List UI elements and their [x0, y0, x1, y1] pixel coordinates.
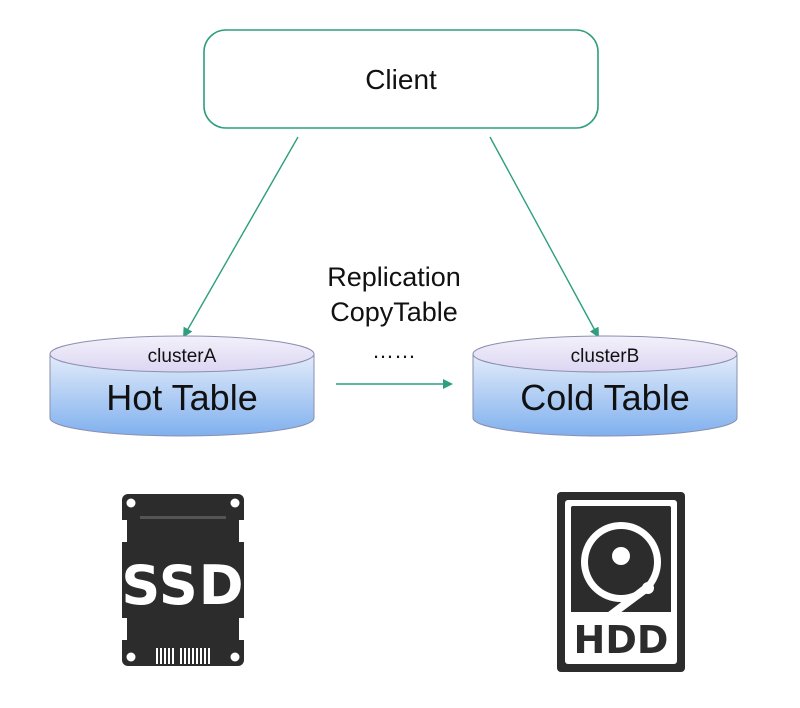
- copytable-label: CopyTable: [330, 297, 458, 327]
- replication-label-group: Replication CopyTable ……: [327, 262, 461, 363]
- cluster-b-table: Cold Table: [520, 377, 689, 418]
- ellipsis-label: ……: [372, 338, 416, 363]
- client-node: Client: [203, 29, 599, 129]
- cluster-a-top: [49, 335, 315, 373]
- cluster-a-name: clusterA: [148, 346, 217, 367]
- cluster-b-body: [472, 353, 738, 437]
- client-to-cluster-a-arrow: [183, 136, 299, 338]
- client-label: Client: [365, 64, 437, 95]
- hdd-label: HDD: [574, 618, 669, 662]
- ssd-icon: SSD: [121, 494, 244, 666]
- cluster-b-cylinder: clusterB Cold Table: [472, 335, 738, 437]
- client-box: [203, 29, 599, 129]
- cluster-a-cylinder: clusterA Hot Table: [49, 335, 315, 437]
- cluster-b-top: [472, 335, 738, 373]
- hdd-icon: HDD: [557, 492, 685, 672]
- cluster-b-name: clusterB: [571, 346, 640, 367]
- cluster-a-body: [49, 353, 315, 437]
- cluster-a-table: Hot Table: [106, 377, 257, 418]
- replication-label: Replication: [327, 262, 461, 292]
- ssd-label: SSD: [121, 554, 244, 617]
- client-to-cluster-b-arrow: [489, 136, 599, 338]
